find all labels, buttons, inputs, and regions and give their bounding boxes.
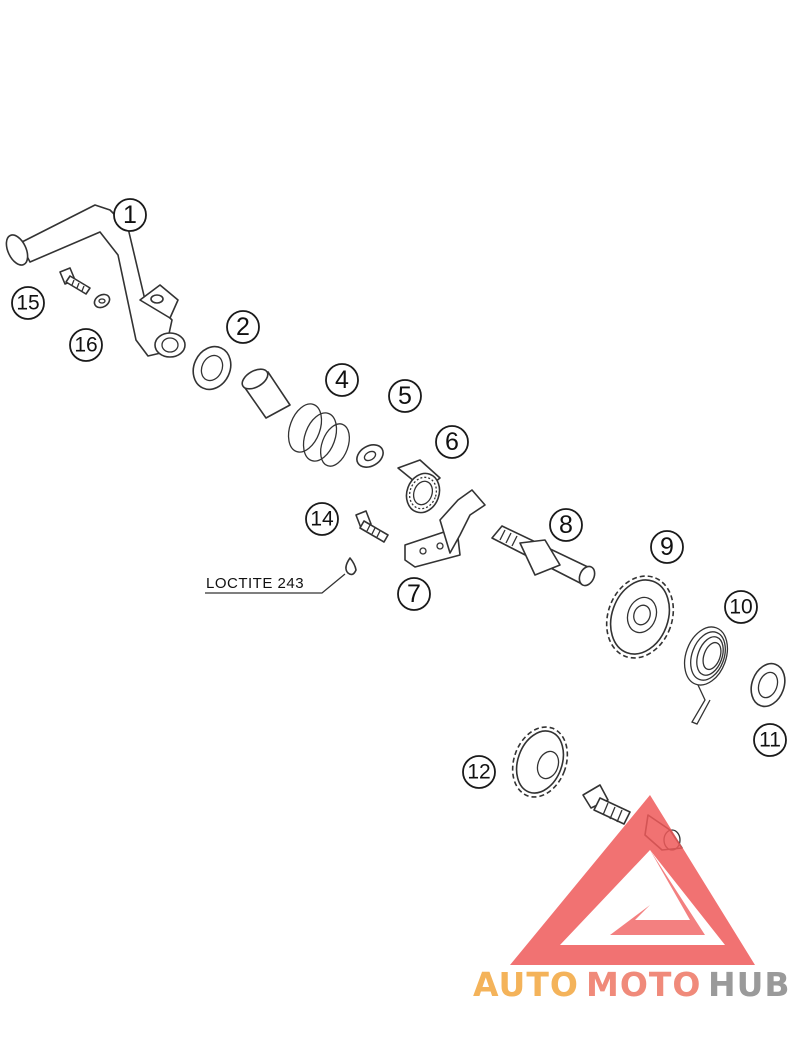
svg-text:16: 16 [74, 334, 97, 357]
callout-10: 10 [724, 590, 758, 624]
watermark-text: AUTO MOTO HUB [473, 965, 791, 1004]
callout-7: 7 [397, 577, 431, 611]
svg-text:1: 1 [123, 201, 137, 229]
callout-5: 5 [388, 379, 422, 413]
callout-2: 2 [226, 310, 260, 344]
shaft-bolt [582, 784, 631, 825]
o-rings-4 [287, 403, 350, 467]
washer-11 [750, 662, 786, 708]
kick-lever [5, 204, 186, 358]
svg-text:11: 11 [759, 729, 781, 752]
svg-text:2: 2 [236, 313, 250, 341]
callout-6: 6 [435, 425, 469, 459]
callout-14: 14 [305, 502, 339, 536]
lock-washer-16 [93, 293, 111, 309]
watermark-hub: HUB [708, 965, 791, 1004]
callout-1: 1 [113, 198, 147, 232]
washer-5 [356, 444, 384, 468]
callout-8: 8 [549, 508, 583, 542]
loctite-leader-line [205, 573, 346, 594]
svg-text:10: 10 [729, 596, 752, 619]
screw-14 [355, 510, 389, 543]
svg-text:7: 7 [407, 580, 421, 608]
seal-ring-2 [192, 345, 232, 391]
sleeve [241, 368, 291, 419]
guide-plate-7 [404, 489, 486, 568]
automotohub-logo [510, 795, 755, 965]
callout-4: 4 [325, 363, 359, 397]
intermediate-gear-12 [511, 726, 569, 798]
callout-9: 9 [650, 530, 684, 564]
kickstarter-shaft-8 [491, 525, 596, 587]
kickstarter-gear-9 [605, 575, 675, 659]
kick-spring-10 [683, 626, 729, 725]
svg-text:9: 9 [660, 533, 674, 561]
loctite-label: LOCTITE 243 [206, 575, 304, 592]
svg-text:4: 4 [335, 366, 349, 394]
loctite-droplet [345, 557, 357, 576]
bolt-15 [59, 267, 91, 295]
svg-text:14: 14 [310, 508, 334, 531]
svg-text:8: 8 [559, 511, 573, 539]
callout-11: 11 [753, 723, 787, 757]
svg-text:12: 12 [467, 761, 490, 784]
svg-text:15: 15 [16, 292, 39, 315]
svg-text:5: 5 [398, 382, 412, 410]
callout-15: 15 [11, 286, 45, 320]
ratchet-6 [397, 459, 441, 514]
watermark-auto: AUTO [473, 965, 579, 1004]
callout-12: 12 [462, 755, 496, 789]
callout-16: 16 [69, 328, 103, 362]
watermark-moto: MOTO [586, 965, 701, 1004]
svg-text:6: 6 [445, 428, 459, 456]
